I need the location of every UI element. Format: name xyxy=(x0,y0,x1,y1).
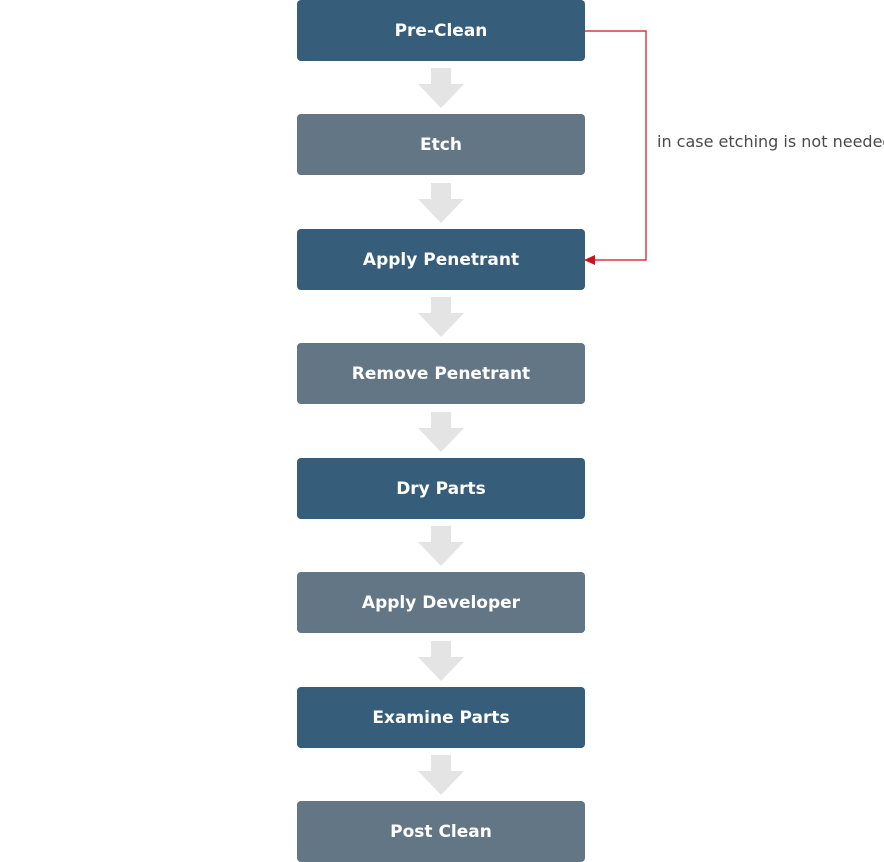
down-arrow-icon xyxy=(418,297,464,337)
step-dry-parts: Dry Parts xyxy=(297,458,585,519)
down-arrow-icon xyxy=(418,68,464,108)
down-arrow-icon xyxy=(418,183,464,223)
bypass-line xyxy=(585,30,647,261)
step-pre-clean: Pre-Clean xyxy=(297,0,585,61)
down-arrow-icon xyxy=(418,526,464,566)
step-remove-penetrant: Remove Penetrant xyxy=(297,343,585,404)
step-examine-parts: Examine Parts xyxy=(297,687,585,748)
down-arrow-icon xyxy=(418,755,464,795)
down-arrow-icon xyxy=(418,412,464,452)
bypass-arrowhead-icon xyxy=(584,255,595,265)
bypass-note: in case etching is not needed xyxy=(657,132,884,151)
step-apply-penetrant: Apply Penetrant xyxy=(297,229,585,290)
down-arrow-icon xyxy=(418,641,464,681)
step-etch: Etch xyxy=(297,114,585,175)
step-post-clean: Post Clean xyxy=(297,801,585,862)
step-apply-developer: Apply Developer xyxy=(297,572,585,633)
